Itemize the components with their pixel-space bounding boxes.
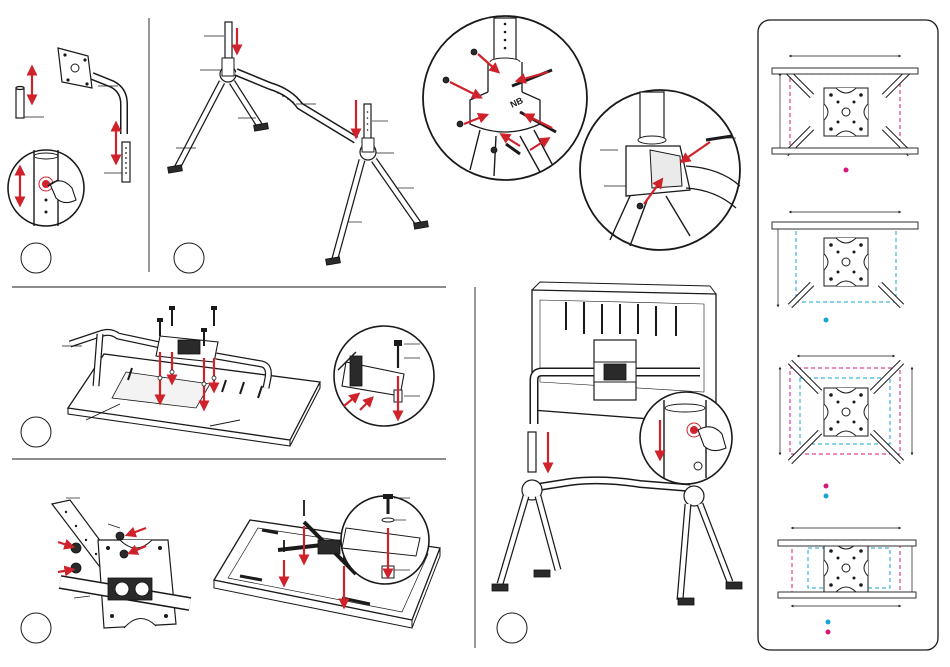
step-2-diagram <box>168 22 429 273</box>
step-1-badge <box>21 243 51 273</box>
vesa-config-2 <box>772 212 918 323</box>
press-button-detail <box>8 150 84 226</box>
step-4-badge <box>21 613 51 643</box>
step-5-diagram <box>492 282 742 643</box>
step-2-badge <box>174 243 204 273</box>
vesa-config-3 <box>780 356 912 499</box>
step-1-diagram <box>8 42 130 273</box>
vesa-config-1 <box>772 56 918 173</box>
vesa-configurations-panel <box>758 20 938 650</box>
step-3-diagram <box>21 306 434 447</box>
vesa-config-4 <box>778 528 916 635</box>
step-3-badge <box>21 417 51 447</box>
hub-detail-side <box>580 90 740 250</box>
step-4-tv-mounting <box>214 494 440 628</box>
step-5-badge <box>497 613 527 643</box>
step-4-diagram <box>21 498 190 643</box>
hub-detail-large: NB <box>423 16 587 180</box>
